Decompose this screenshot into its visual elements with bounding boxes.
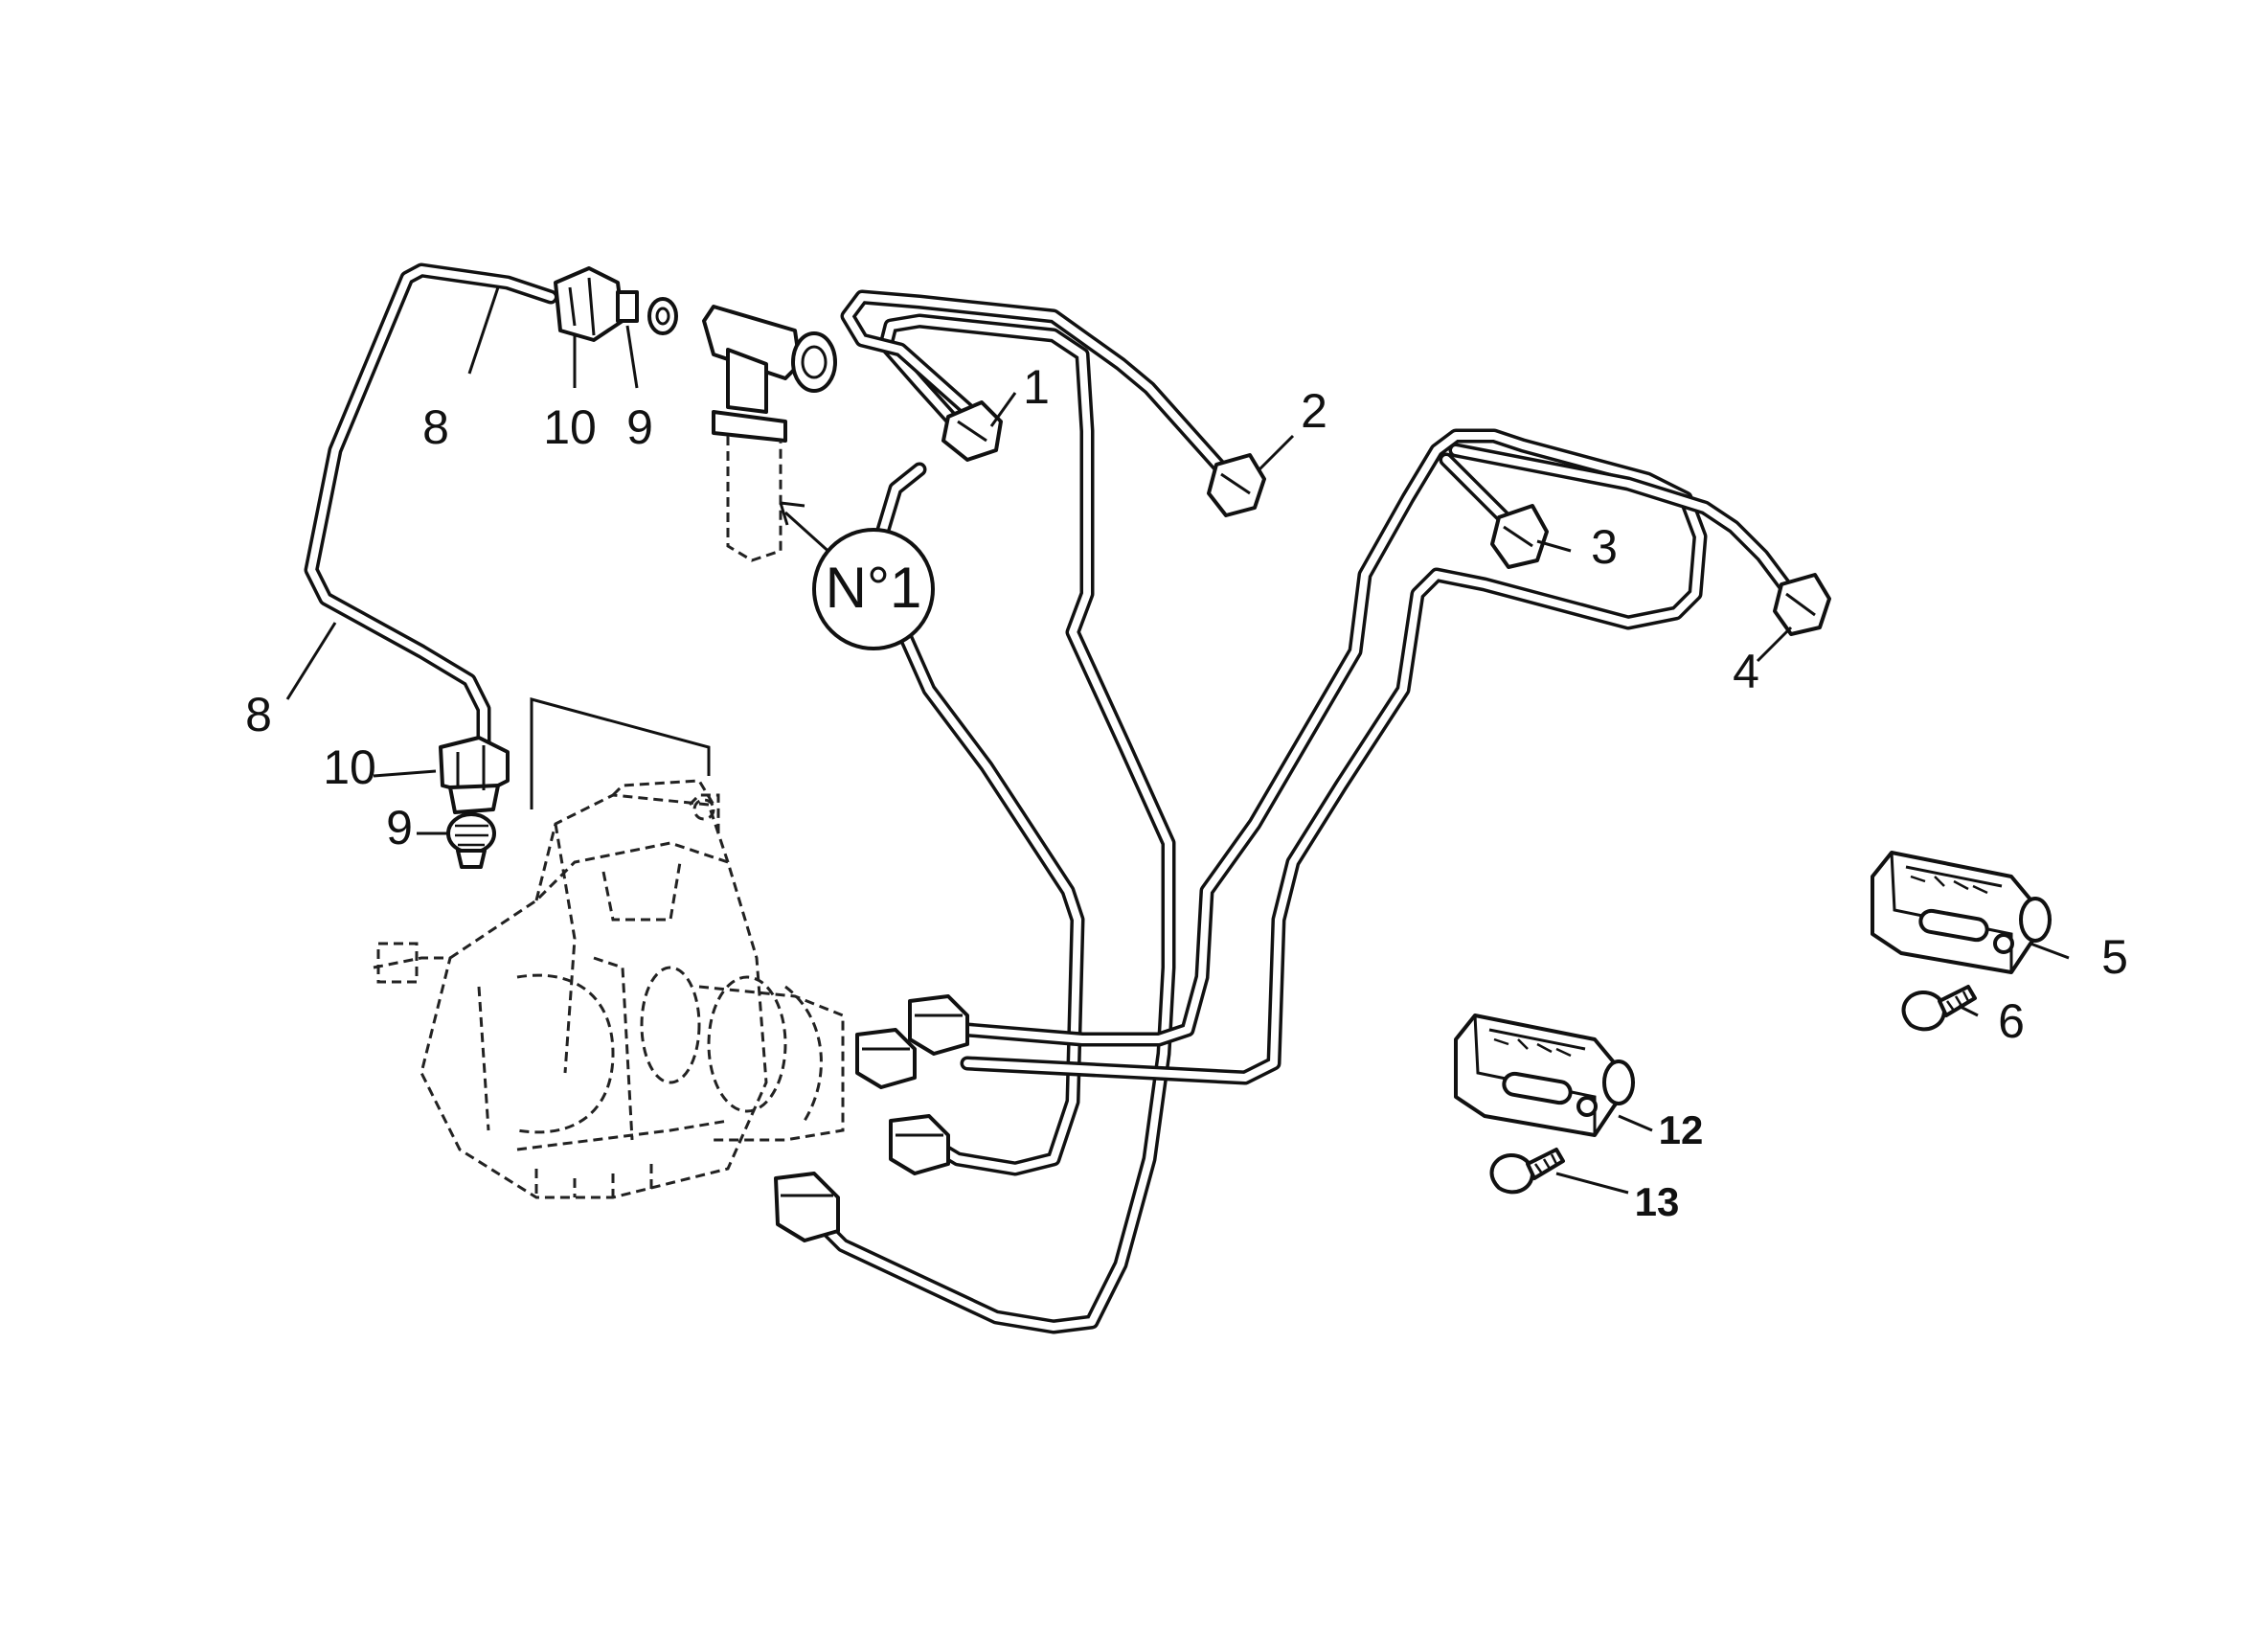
pump-outlet-nut-c xyxy=(889,1114,950,1175)
pipe-8 xyxy=(304,262,558,755)
callout-5: 5 xyxy=(2101,930,2128,984)
pipe-4 xyxy=(1448,443,1799,602)
callout-10-mid: 10 xyxy=(323,740,376,794)
callout-12: 12 xyxy=(1659,1107,1704,1152)
pipe-1 xyxy=(806,313,1176,1334)
injector-4-nut xyxy=(1773,573,1831,636)
pipe-2 xyxy=(840,289,1238,487)
pump-outlet-nut-a xyxy=(908,994,969,1056)
injector-n1-tee xyxy=(702,305,837,562)
screw-6 xyxy=(1901,985,1977,1032)
washer-9-top xyxy=(647,297,678,335)
callout-9-mid: 9 xyxy=(386,801,413,854)
screw-13 xyxy=(1489,1148,1565,1195)
injector-1-nut xyxy=(941,400,1003,462)
leader-lines xyxy=(285,286,2070,1195)
injection-pump xyxy=(373,779,845,1199)
injector-3-nut xyxy=(1490,504,1549,569)
injector-number-note-text: N°1 xyxy=(826,556,922,620)
clamp-12 xyxy=(1454,1014,1635,1137)
pump-connection-leader xyxy=(530,697,711,809)
pump-outlet-nut-d xyxy=(774,1172,840,1242)
pipe-3-branch xyxy=(1439,452,1521,535)
callout-8-mid: 8 xyxy=(245,688,272,741)
banjo-9-mid xyxy=(446,812,496,869)
callout-3: 3 xyxy=(1591,520,1618,574)
callout-6: 6 xyxy=(1998,994,2025,1048)
clamp-5 xyxy=(1871,851,2052,974)
leakoff-nut-10-mid xyxy=(439,736,510,814)
pump-outlet-nut-b xyxy=(855,1028,917,1089)
injector-number-note: N°1 xyxy=(812,528,935,650)
callout-labels: 1 2 3 4 5 6 8 10 9 8 10 9 12 13 xyxy=(245,360,2128,1224)
injector-2-nut xyxy=(1207,453,1266,517)
callout-10-top: 10 xyxy=(543,400,597,454)
leakoff-nut-10-top xyxy=(554,266,639,342)
callout-4: 4 xyxy=(1733,645,1759,698)
callout-9-top: 9 xyxy=(626,400,653,454)
callout-2: 2 xyxy=(1301,384,1327,438)
pipe-3 xyxy=(960,428,1708,1085)
callout-13: 13 xyxy=(1635,1179,1680,1224)
callout-8-top: 8 xyxy=(422,400,449,454)
callout-1: 1 xyxy=(1023,360,1050,414)
